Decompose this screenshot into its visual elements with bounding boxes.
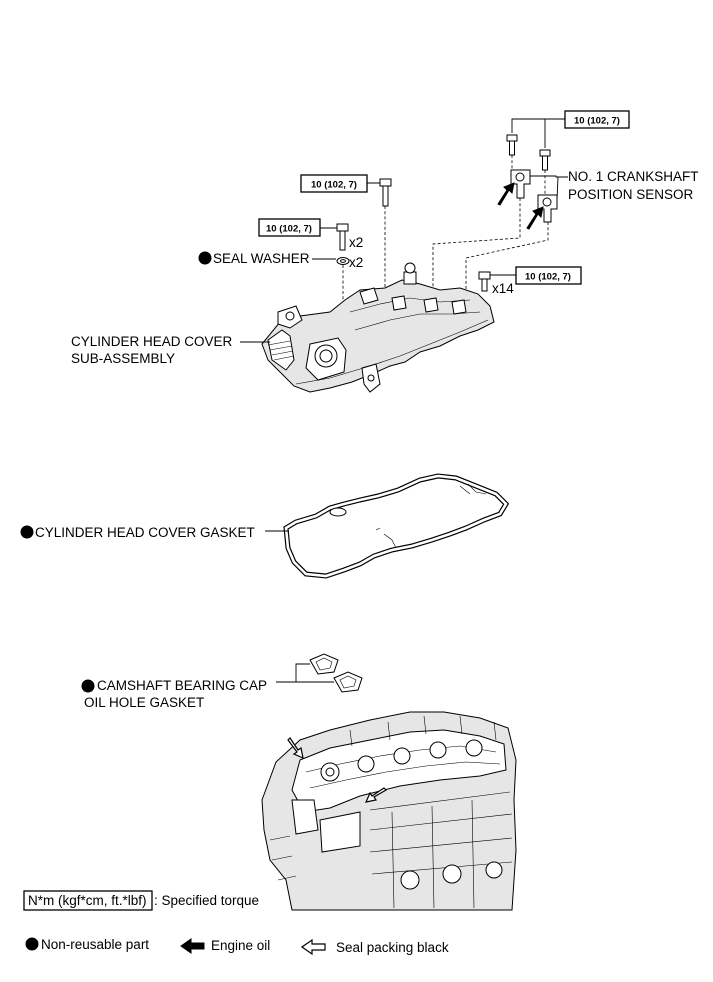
install-line	[465, 222, 549, 306]
seal-packing-arrow	[364, 787, 387, 803]
head-cover-label-1: CYLINDER HEAD COVER	[71, 334, 233, 349]
cylinder-head-cover	[261, 262, 495, 393]
leader-line	[295, 663, 310, 682]
washer-pair-quantity: x2	[349, 255, 363, 270]
torque-legend-text: : Specified torque	[154, 893, 259, 908]
cam-cap-gasket-1	[309, 653, 339, 675]
bolt-pair-quantity: x2	[349, 235, 363, 250]
head-cover-label-2: SUB-ASSEMBLY	[71, 351, 175, 366]
cover-bolt-torque-box-2: 10 (102, 7)	[258, 218, 321, 237]
svg-text:10 (102, 7): 10 (102, 7)	[266, 224, 312, 235]
crank-sensor-torque-box: 10 (102, 7)	[564, 110, 630, 129]
sensor-bolt-1	[506, 134, 518, 156]
cam-cap-label-1: CAMSHAFT BEARING CAP	[97, 678, 267, 693]
cam-cap-gasket-2	[333, 671, 363, 693]
seal-washer	[336, 257, 350, 265]
cover-bolt-torque-box-3: 10 (102, 7)	[515, 266, 582, 285]
cylinder-head-block	[261, 711, 517, 911]
crank-sensor-label-1: NO. 1 CRANKSHAFT	[568, 169, 699, 184]
cylinder-head-cover-gasket	[283, 473, 510, 579]
cam-cap-label-2: OIL HOLE GASKET	[84, 695, 204, 710]
non-reusable-legend-text: Non-reusable part	[41, 937, 149, 952]
cover-bolt-torque-box-1: 10 (102, 7)	[300, 174, 368, 193]
head-cover-gasket-label: CYLINDER HEAD COVER GASKET	[35, 525, 255, 540]
leader-line	[511, 118, 565, 133]
leader-line	[530, 175, 568, 178]
engine-oil-arrow	[497, 182, 515, 206]
svg-text:10 (102, 7): 10 (102, 7)	[311, 180, 357, 191]
torque-unit-text: N*m (kgf*cm, ft.*lbf)	[28, 893, 147, 908]
cover-bolt-many	[478, 271, 491, 292]
engine-oil-legend-text: Engine oil	[211, 938, 270, 953]
hollow-arrow-icon	[300, 938, 326, 956]
seal-packing-legend-text: Seal packing black	[336, 940, 449, 955]
solid-arrow-icon	[180, 938, 205, 954]
crank-sensor-label-2: POSITION SENSOR	[568, 187, 694, 202]
cover-bolt-pair	[336, 223, 349, 251]
non-reusable-icon	[81, 679, 95, 693]
svg-text:10 (102, 7): 10 (102, 7)	[574, 116, 620, 127]
torque-legend-box: N*m (kgf*cm, ft.*lbf)	[23, 890, 153, 911]
cover-bolt-long	[379, 178, 392, 207]
leader-line	[556, 176, 559, 201]
non-reusable-icon	[198, 251, 212, 265]
filled-circle-icon	[25, 937, 39, 951]
seal-washer-label: SEAL WASHER	[213, 251, 310, 266]
seal-packing-arrow	[287, 737, 304, 760]
engine-oil-arrow	[526, 206, 544, 230]
sensor-bolt-2	[539, 149, 551, 171]
cover-bolt-quantity: x14	[492, 281, 514, 296]
svg-text:10 (102, 7): 10 (102, 7)	[525, 272, 571, 283]
install-line	[432, 198, 521, 290]
non-reusable-icon	[20, 525, 34, 539]
